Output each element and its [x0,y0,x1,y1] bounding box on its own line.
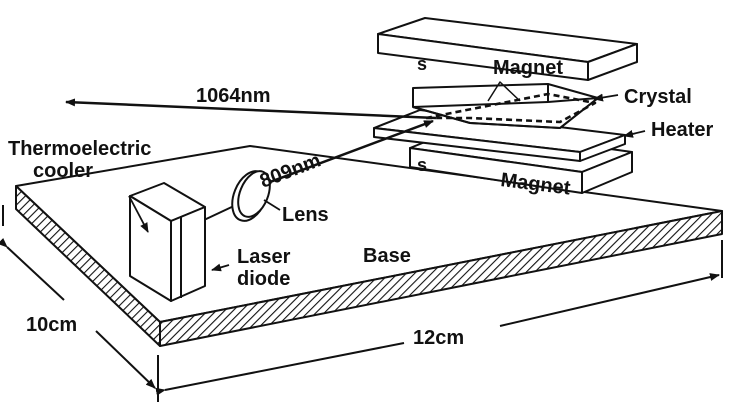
dim-depth-label: 10cm [26,314,77,336]
dim-width-label: 12cm [413,327,464,349]
lens-label: Lens [282,204,329,226]
magnet-top-label: Magnet [493,57,563,79]
dimension-width [155,240,723,396]
beam-1064nm-label: 1064nm [196,85,271,107]
pole-bottom-label: s [417,155,427,175]
crystal-label: Crystal [624,86,692,108]
heater-label: Heater [651,119,713,141]
magnet-top [377,17,638,81]
crystal-leader [593,93,619,102]
lens-leader [263,199,281,211]
beam-809nm [245,119,434,193]
heater-leader [623,130,646,138]
base-label: Base [363,245,411,267]
pole-top-label: s [417,54,427,74]
beam-diode-to-lens [203,204,237,221]
base-front-side [159,210,723,347]
lens [231,170,271,222]
crystal [412,81,599,129]
beam-1064nm [65,98,437,120]
laser-diode-block [129,182,206,302]
diode-leader [211,263,230,272]
tec-leader [128,195,149,233]
